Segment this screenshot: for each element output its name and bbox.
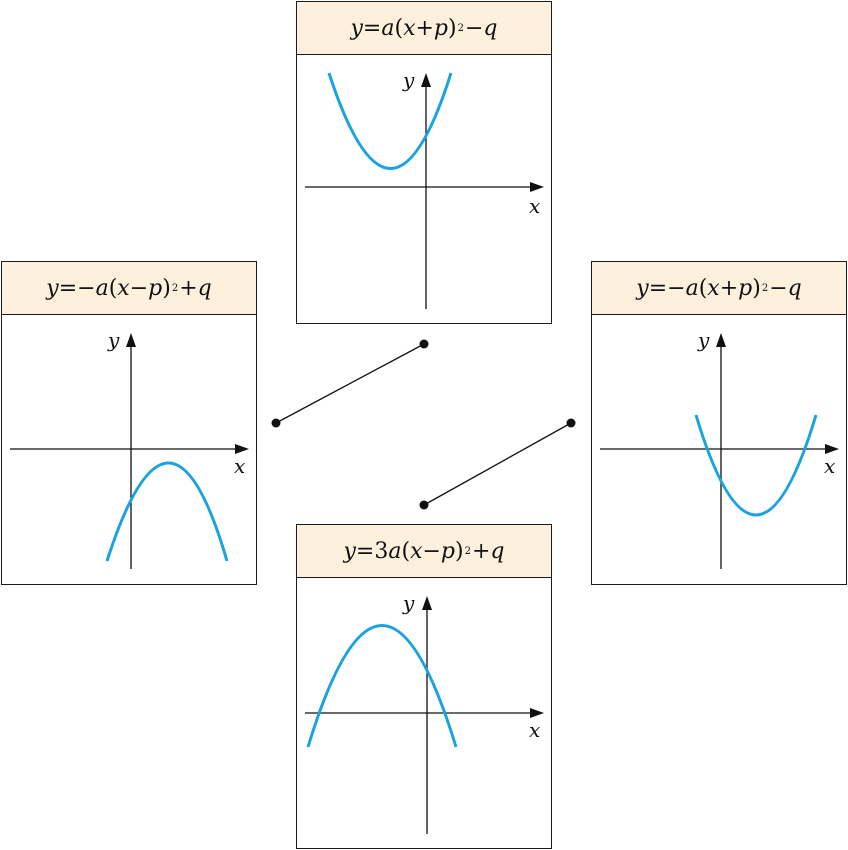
equation-part: − xyxy=(464,15,484,41)
graph: y x xyxy=(10,328,249,569)
equation-part: + xyxy=(415,15,434,41)
equation-part: q xyxy=(197,275,212,301)
equation-part: p xyxy=(440,538,456,564)
y-axis-label: y xyxy=(107,328,120,352)
equation-header: y=a(x+p)2−q xyxy=(297,2,551,55)
graph: y x xyxy=(600,328,839,569)
y-axis-label: y xyxy=(402,591,415,615)
equation-part: p xyxy=(148,275,163,301)
x-axis-arrow-icon xyxy=(235,444,249,454)
equation-part: 2 xyxy=(761,282,769,294)
equation-part: x xyxy=(707,275,720,301)
equation-part: − xyxy=(422,538,441,564)
equation-part: a xyxy=(381,15,395,41)
equation-part: q xyxy=(787,275,802,301)
equation-part: ) xyxy=(162,275,171,301)
connector-dot[interactable] xyxy=(419,500,429,510)
parabola-curve xyxy=(306,624,458,748)
y-axis-arrow-icon xyxy=(126,333,136,347)
equation-header: y=−a(x−p)2+q xyxy=(2,262,256,315)
y-axis-arrow-icon xyxy=(421,73,431,87)
equation-part: a xyxy=(685,275,699,301)
connector-line xyxy=(423,422,572,506)
equation-part: 2 xyxy=(464,545,471,557)
equation-part: a xyxy=(95,275,109,301)
x-axis-label: x xyxy=(529,718,540,742)
graph: y x xyxy=(305,68,544,309)
equation-part: ) xyxy=(752,275,761,301)
equation-part: q xyxy=(483,15,498,41)
equation-part: q xyxy=(490,538,505,564)
equation-part: = xyxy=(362,15,382,41)
equation-part: − xyxy=(769,275,788,301)
y-axis-arrow-icon xyxy=(422,596,432,610)
equation-part: =3 xyxy=(355,538,389,564)
card-left: y=−a(x−p)2+q y x xyxy=(1,261,257,585)
equation-part: x xyxy=(410,538,423,564)
equation-part: p xyxy=(433,15,449,41)
equation-part: x xyxy=(117,275,130,301)
x-axis-label: x xyxy=(529,194,540,218)
connector-dot[interactable] xyxy=(271,418,281,428)
equation-part: y xyxy=(350,15,363,41)
connector-dot[interactable] xyxy=(566,418,576,428)
equation-part: + xyxy=(471,538,491,564)
equation-part: ) xyxy=(455,538,464,564)
y-axis-label: y xyxy=(402,68,415,92)
parabola-curve xyxy=(694,414,818,517)
equation-part: p xyxy=(738,275,753,301)
equation-part: − xyxy=(129,275,149,301)
card-top: y=a(x+p)2−q y x xyxy=(296,1,552,324)
equation-part: + xyxy=(179,275,198,301)
equation-part: a xyxy=(388,538,402,564)
x-axis-label: x xyxy=(234,454,245,478)
equation-part: x xyxy=(403,15,416,41)
parabola-curve xyxy=(327,72,453,170)
x-axis-arrow-icon xyxy=(530,708,544,718)
equation-part: y xyxy=(636,275,649,301)
equation-header: y=−a(x+p)2−q xyxy=(592,262,846,315)
x-axis-arrow-icon xyxy=(530,182,544,192)
parabola-curve xyxy=(105,461,229,562)
equation-part: 2 xyxy=(457,22,464,34)
equation-part: =− xyxy=(648,275,686,301)
connector-line xyxy=(275,343,425,424)
x-axis-arrow-icon xyxy=(825,444,839,454)
graph: y x xyxy=(305,591,544,834)
equation-part: ( xyxy=(394,15,404,41)
y-axis-arrow-icon xyxy=(716,333,726,347)
equation-part: + xyxy=(719,275,739,301)
y-axis-label: y xyxy=(697,328,710,352)
connector-dot[interactable] xyxy=(419,339,429,349)
card-right: y=−a(x+p)2−q y x xyxy=(591,261,847,585)
equation-part: y xyxy=(343,538,356,564)
equation-part: ) xyxy=(448,15,457,41)
equation-part: ( xyxy=(108,275,118,301)
equation-part: ( xyxy=(401,538,411,564)
equation-part: y xyxy=(46,275,59,301)
equation-part: =− xyxy=(58,275,96,301)
equation-part: 2 xyxy=(171,282,179,294)
equation-part: ( xyxy=(698,275,708,301)
x-axis-label: x xyxy=(824,454,835,478)
